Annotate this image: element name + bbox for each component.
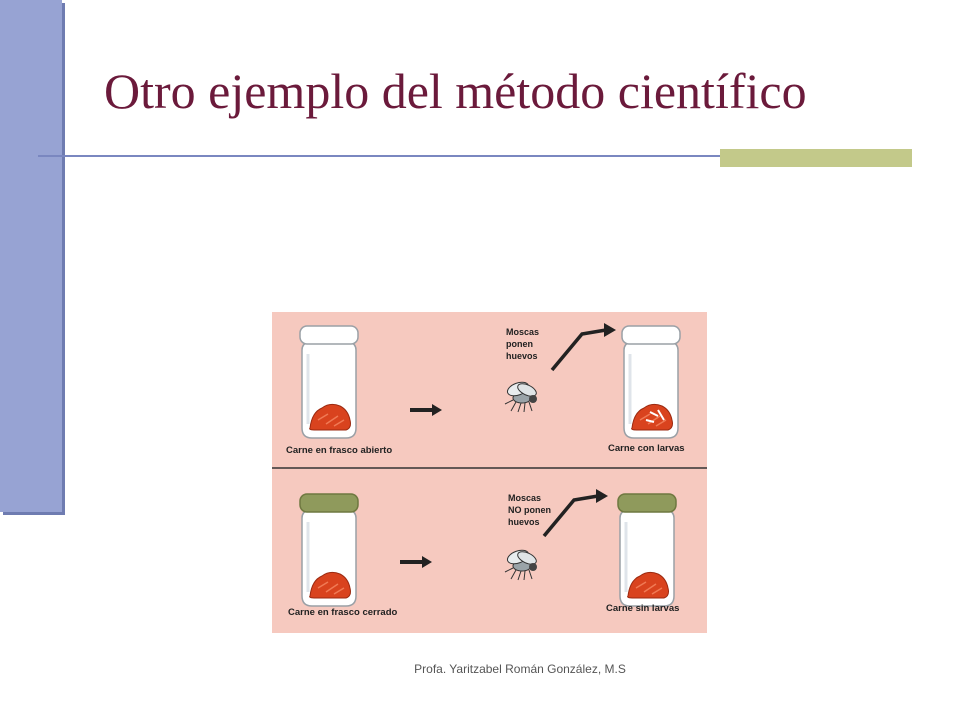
open-jar-start xyxy=(299,325,359,440)
meat-with-larvae-label: Carne con larvas xyxy=(608,443,685,454)
slide-title: Otro ejemplo del método científico xyxy=(104,63,807,119)
open-jar-end xyxy=(621,325,681,440)
fly-icon xyxy=(504,379,539,413)
flies-lay-eggs-note: Moscas ponen huevos xyxy=(506,327,540,361)
closed-jar-end xyxy=(617,493,677,608)
open-jar-label: Carne en frasco abierto xyxy=(286,445,393,456)
arrow-right-icon xyxy=(398,554,434,570)
flies-no-eggs-note: Moscas NO ponen huevos xyxy=(508,493,551,527)
curved-arrow-icon xyxy=(542,487,610,538)
side-decoration-bar xyxy=(0,0,62,512)
closed-jar-start xyxy=(299,493,359,608)
experiment-illustration xyxy=(272,321,707,608)
curved-arrow-icon xyxy=(550,321,618,372)
slide-footer: Profa. Yaritzabel Román González, M.S xyxy=(414,662,626,676)
title-accent-bar xyxy=(720,149,912,167)
arrow-right-icon xyxy=(408,402,444,418)
title-underline xyxy=(38,155,912,157)
meat-without-larvae-label: Carne sin larvas xyxy=(606,603,680,614)
fly-icon xyxy=(504,547,539,581)
experiment-figure: Carne en frasco abierto Moscas ponen hue… xyxy=(272,312,707,633)
closed-jar-label: Carne en frasco cerrado xyxy=(288,607,398,618)
